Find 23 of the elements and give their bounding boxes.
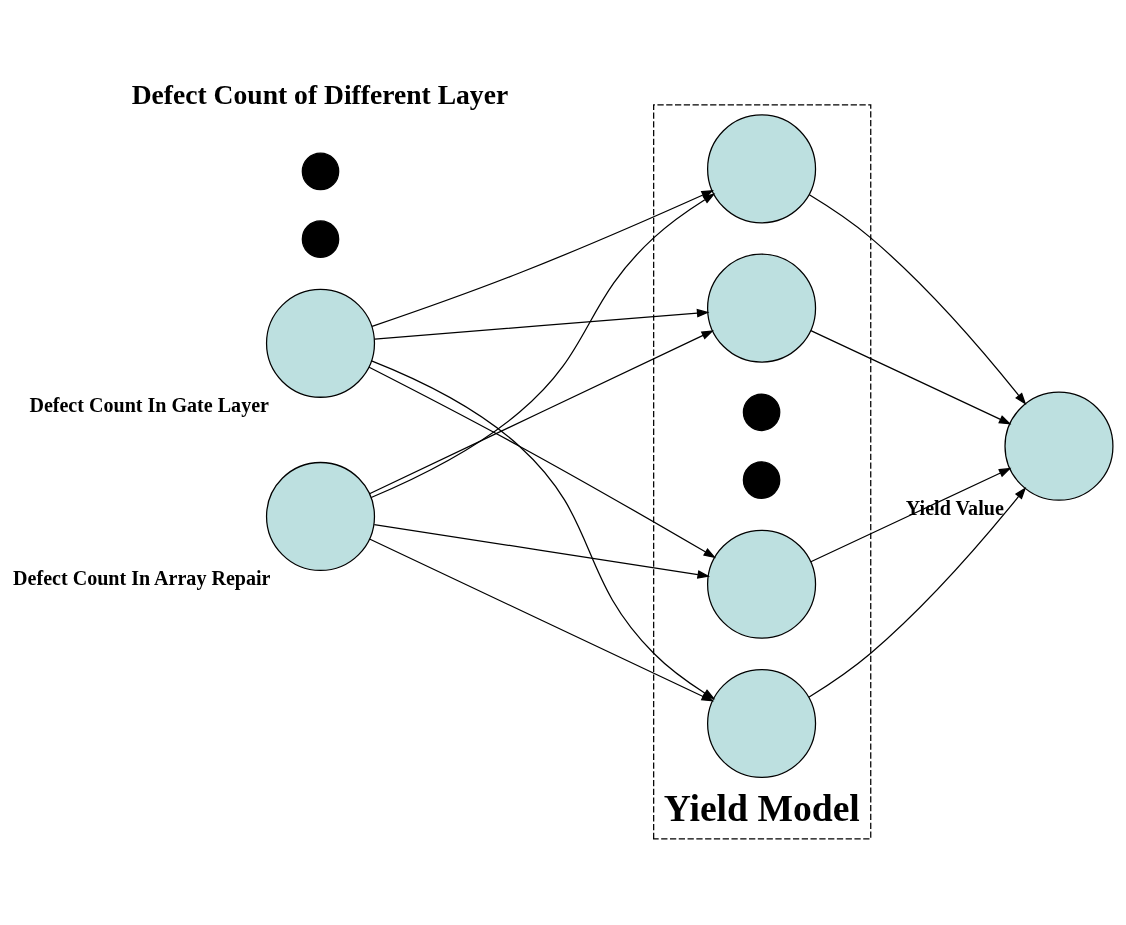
arrow: [373, 523, 710, 579]
arrow: [368, 366, 717, 559]
arrow: [374, 308, 710, 340]
node-circle: [707, 253, 817, 363]
arrow: [368, 330, 714, 495]
arrow: [808, 486, 1027, 698]
node-dot: [742, 461, 781, 499]
node-dot: [301, 220, 340, 258]
arrow: [808, 194, 1027, 406]
node-circle: [265, 461, 376, 572]
cluster: Yield Model: [653, 104, 872, 840]
node-label: Defect Count In Gate Layer: [29, 394, 269, 417]
node-label: Defect Count In Array Repair: [13, 567, 271, 590]
arrow: [810, 330, 1012, 425]
node-dot: [301, 152, 340, 191]
node-dot: [742, 393, 781, 432]
node-circle: [265, 288, 376, 398]
label: Defect Count of Different Layer: [131, 79, 509, 111]
node-circle: [707, 668, 817, 779]
node-circle: [707, 529, 817, 639]
arrow: [810, 467, 1012, 563]
node-circle: [707, 114, 817, 224]
arrow: [370, 193, 716, 499]
